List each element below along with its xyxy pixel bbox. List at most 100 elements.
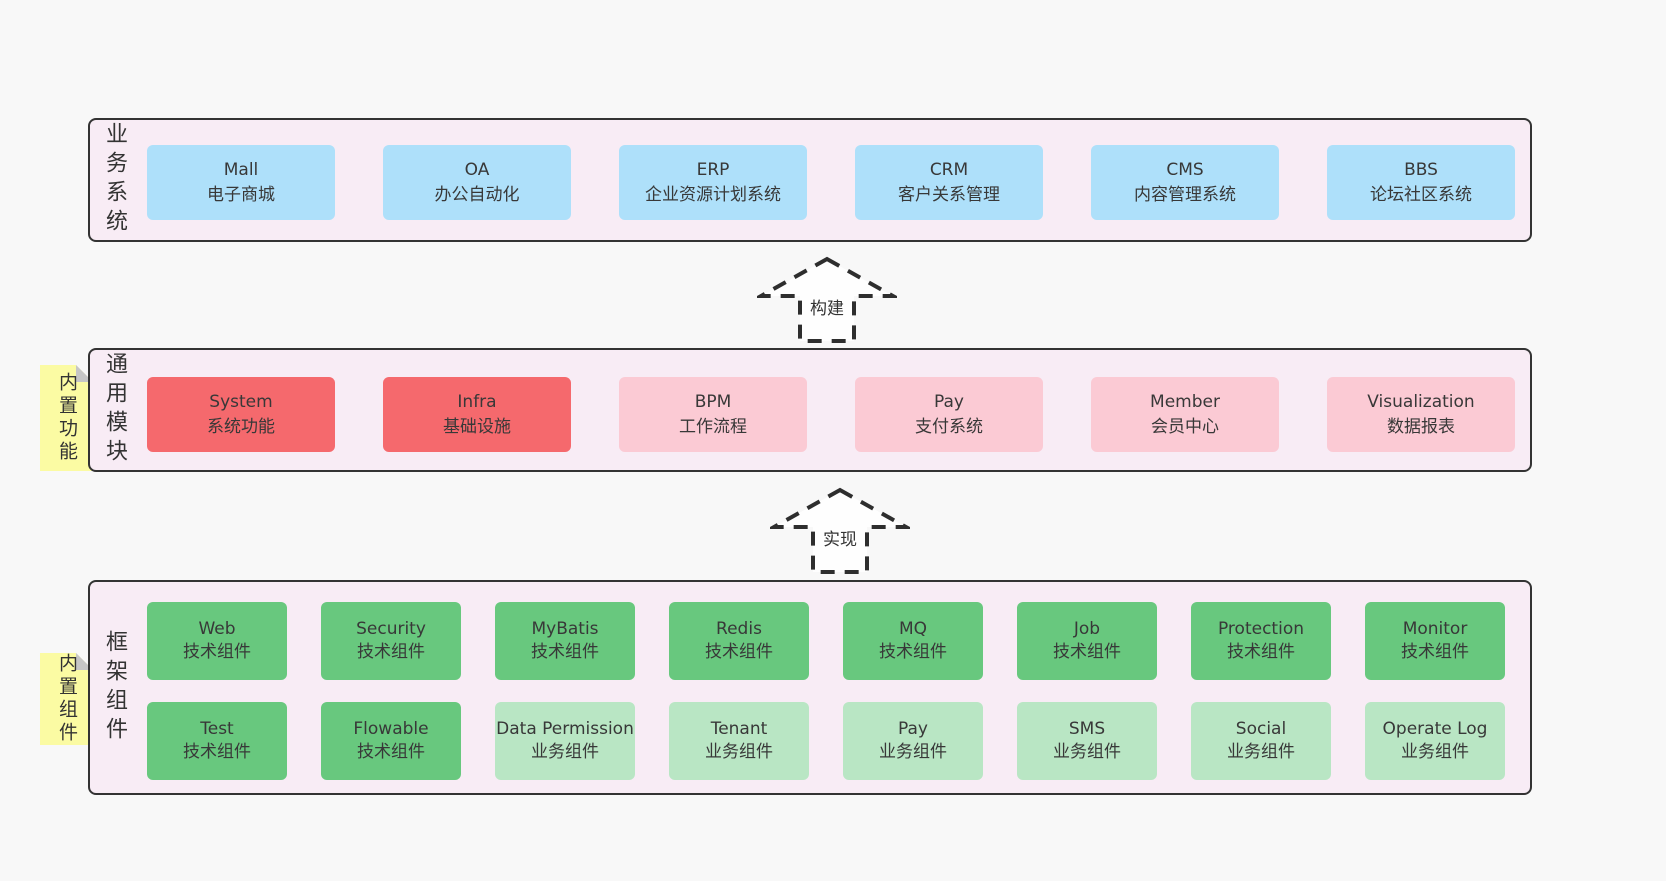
node-title: System — [209, 391, 273, 412]
node-subtitle: 技术组件 — [357, 642, 425, 662]
node-subtitle: 业务组件 — [1053, 742, 1121, 762]
arrow-label-build: 构建 — [757, 294, 897, 319]
node-visualization: Visualization 数据报表 — [1327, 377, 1515, 452]
node-subtitle: 会员中心 — [1151, 416, 1219, 437]
node-test: Test 技术组件 — [147, 702, 287, 780]
build-arrow: 构建 — [757, 256, 897, 344]
node-web: Web 技术组件 — [147, 602, 287, 680]
node-erp: ERP 企业资源计划系统 — [619, 145, 807, 220]
node-title: MQ — [898, 619, 928, 640]
node-subtitle: 电子商城 — [207, 184, 275, 205]
node-subtitle: 支付系统 — [915, 416, 983, 437]
sticky-note-label: 内置组件 — [56, 653, 78, 745]
node-subtitle: 业务组件 — [705, 742, 773, 762]
node-title: Security — [356, 619, 426, 640]
node-subtitle: 技术组件 — [183, 642, 251, 662]
node-data-permission: Data Permission 业务组件 — [495, 702, 635, 780]
node-subtitle: 业务组件 — [879, 742, 947, 762]
node-title: Data Permission — [496, 719, 634, 740]
node-job: Job 技术组件 — [1017, 602, 1157, 680]
node-title: Social — [1235, 719, 1287, 740]
arrow-label-implement: 实现 — [770, 525, 910, 550]
node-title: Infra — [457, 391, 497, 412]
node-monitor: Monitor 技术组件 — [1365, 602, 1505, 680]
node-tenant: Tenant 业务组件 — [669, 702, 809, 780]
node-system: System 系统功能 — [147, 377, 335, 452]
node-title: Pay — [934, 391, 964, 412]
node-operate-log: Operate Log 业务组件 — [1365, 702, 1505, 780]
node-subtitle: 业务组件 — [1227, 742, 1295, 762]
business-systems-container: 业务系统 Mall 电子商城 OA 办公自动化 ERP 企业资源计划系统 CRM… — [88, 118, 1532, 242]
node-title: Monitor — [1402, 619, 1468, 640]
common-modules-container: 通用模块 System 系统功能 Infra 基础设施 BPM 工作流程 Pay… — [88, 348, 1532, 472]
node-title: SMS — [1068, 719, 1106, 740]
node-title: Redis — [716, 619, 762, 640]
node-bbs: BBS 论坛社区系统 — [1327, 145, 1515, 220]
node-title: Tenant — [710, 719, 768, 740]
node-title: Test — [200, 719, 234, 740]
node-security: Security 技术组件 — [321, 602, 461, 680]
node-title: Job — [1073, 619, 1101, 640]
node-subtitle: 办公自动化 — [434, 184, 520, 205]
node-bpm: BPM 工作流程 — [619, 377, 807, 452]
node-title: Pay — [898, 719, 928, 740]
node-subtitle: 系统功能 — [207, 416, 275, 437]
node-title: BPM — [694, 391, 732, 412]
node-subtitle: 技术组件 — [1053, 642, 1121, 662]
node-subtitle: 技术组件 — [705, 642, 773, 662]
node-member: Member 会员中心 — [1091, 377, 1279, 452]
node-subtitle: 技术组件 — [357, 742, 425, 762]
node-subtitle: 工作流程 — [679, 416, 747, 437]
node-title: Operate Log — [1382, 719, 1488, 740]
node-title: Protection — [1217, 619, 1304, 640]
node-subtitle: 技术组件 — [183, 742, 251, 762]
node-title: Flowable — [353, 719, 429, 740]
node-flowable: Flowable 技术组件 — [321, 702, 461, 780]
node-subtitle: 技术组件 — [1401, 642, 1469, 662]
node-sms: SMS 业务组件 — [1017, 702, 1157, 780]
node-title: Visualization — [1367, 391, 1475, 412]
node-pay-system: Pay 支付系统 — [855, 377, 1043, 452]
node-crm: CRM 客户关系管理 — [855, 145, 1043, 220]
node-infra: Infra 基础设施 — [383, 377, 571, 452]
node-pay-component: Pay 业务组件 — [843, 702, 983, 780]
layer-title-common-modules: 通用模块 — [102, 352, 127, 468]
node-subtitle: 技术组件 — [531, 642, 599, 662]
layer-title-business-systems: 业务系统 — [102, 122, 127, 238]
node-title: OA — [464, 159, 490, 180]
node-subtitle: 技术组件 — [1227, 642, 1295, 662]
components-box-row-1: Web 技术组件 Security 技术组件 MyBatis 技术组件 Redi… — [147, 602, 1505, 680]
node-subtitle: 企业资源计划系统 — [645, 184, 781, 205]
node-subtitle: 基础设施 — [443, 416, 511, 437]
node-subtitle: 数据报表 — [1387, 416, 1455, 437]
business-box-row: Mall 电子商城 OA 办公自动化 ERP 企业资源计划系统 CRM 客户关系… — [147, 145, 1515, 220]
node-redis: Redis 技术组件 — [669, 602, 809, 680]
node-title: CMS — [1166, 159, 1204, 180]
sticky-note-label: 内置功能 — [56, 372, 78, 464]
node-protection: Protection 技术组件 — [1191, 602, 1331, 680]
node-title: CRM — [929, 159, 969, 180]
node-title: BBS — [1404, 159, 1438, 180]
modules-box-row: System 系统功能 Infra 基础设施 BPM 工作流程 Pay 支付系统… — [147, 377, 1515, 452]
node-title: Member — [1150, 391, 1220, 412]
node-subtitle: 论坛社区系统 — [1370, 184, 1472, 205]
node-subtitle: 业务组件 — [1401, 742, 1469, 762]
node-subtitle: 业务组件 — [531, 742, 599, 762]
node-subtitle: 内容管理系统 — [1134, 184, 1236, 205]
node-title: MyBatis — [531, 619, 599, 640]
node-social: Social 业务组件 — [1191, 702, 1331, 780]
node-title: ERP — [696, 159, 730, 180]
node-title: Web — [198, 619, 236, 640]
node-mq: MQ 技术组件 — [843, 602, 983, 680]
framework-components-container: 框架组件 Web 技术组件 Security 技术组件 MyBatis 技术组件… — [88, 580, 1532, 795]
node-subtitle: 客户关系管理 — [898, 184, 1000, 205]
node-mybatis: MyBatis 技术组件 — [495, 602, 635, 680]
node-title: Mall — [223, 159, 259, 180]
sticky-note-built-in-components: 内置组件 — [40, 653, 93, 745]
components-box-row-2: Test 技术组件 Flowable 技术组件 Data Permission … — [147, 702, 1505, 780]
node-mall: Mall 电子商城 — [147, 145, 335, 220]
implement-arrow: 实现 — [770, 487, 910, 575]
sticky-note-built-in-features: 内置功能 — [40, 365, 93, 471]
node-subtitle: 技术组件 — [879, 642, 947, 662]
